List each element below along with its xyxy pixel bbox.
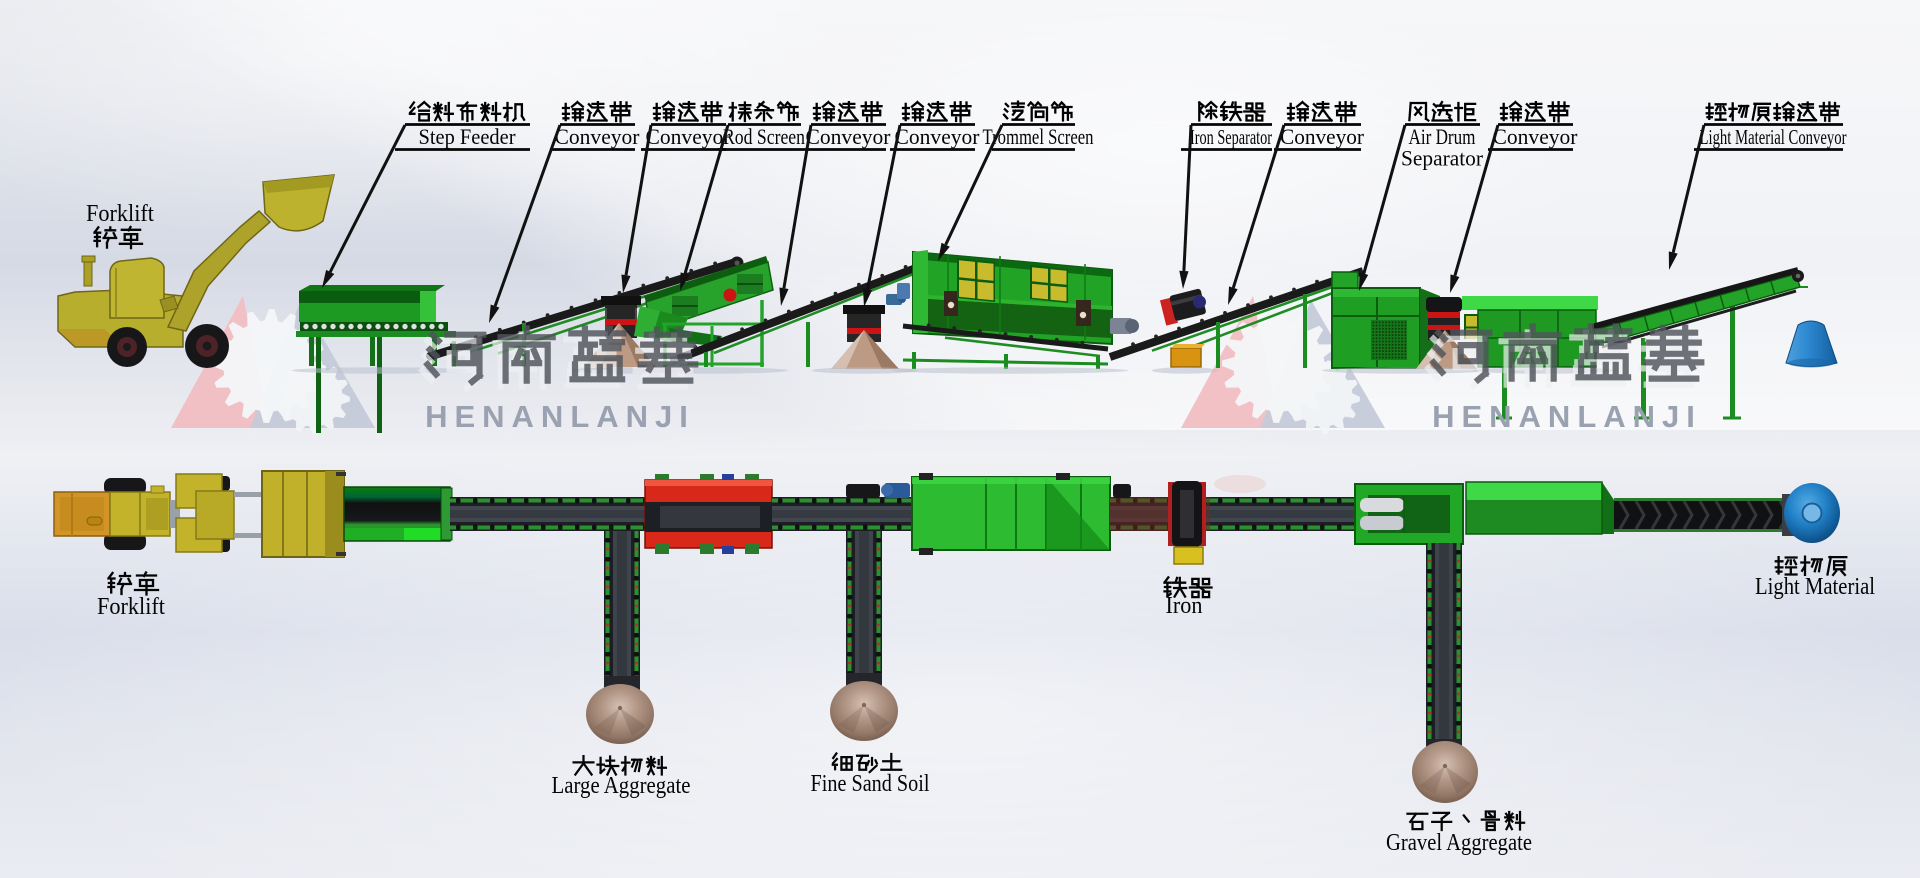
svg-text:Conveyor: Conveyor [806,124,891,149]
svg-text:Light Material Conveyor: Light Material Conveyor [1700,125,1847,149]
svg-text:Forklift: Forklift [86,201,154,227]
svg-text:HENANLANJI: HENANLANJI [1432,399,1702,434]
svg-text:Iron Separator: Iron Separator [1190,125,1272,149]
svg-text:Rod Screen: Rod Screen [723,124,805,149]
svg-text:Forklift: Forklift [97,594,165,620]
svg-text:Step Feeder: Step Feeder [419,124,516,149]
svg-text:Separator: Separator [1401,146,1483,171]
svg-text:Fine Sand Soil: Fine Sand Soil [811,771,930,797]
svg-text:Gravel Aggregate: Gravel Aggregate [1386,830,1532,856]
svg-text:Large Aggregate: Large Aggregate [552,773,691,799]
svg-text:Iron: Iron [1166,593,1203,619]
svg-text:Air Drum: Air Drum [1409,124,1476,149]
svg-text:Conveyor: Conveyor [555,124,640,149]
svg-text:Light Material: Light Material [1755,574,1875,600]
svg-text:Conveyor: Conveyor [895,124,980,149]
svg-text:Conveyor: Conveyor [646,124,731,149]
svg-text:HENANLANJI: HENANLANJI [425,399,695,434]
svg-text:Conveyor: Conveyor [1493,124,1578,149]
svg-text:Conveyor: Conveyor [1280,124,1364,149]
